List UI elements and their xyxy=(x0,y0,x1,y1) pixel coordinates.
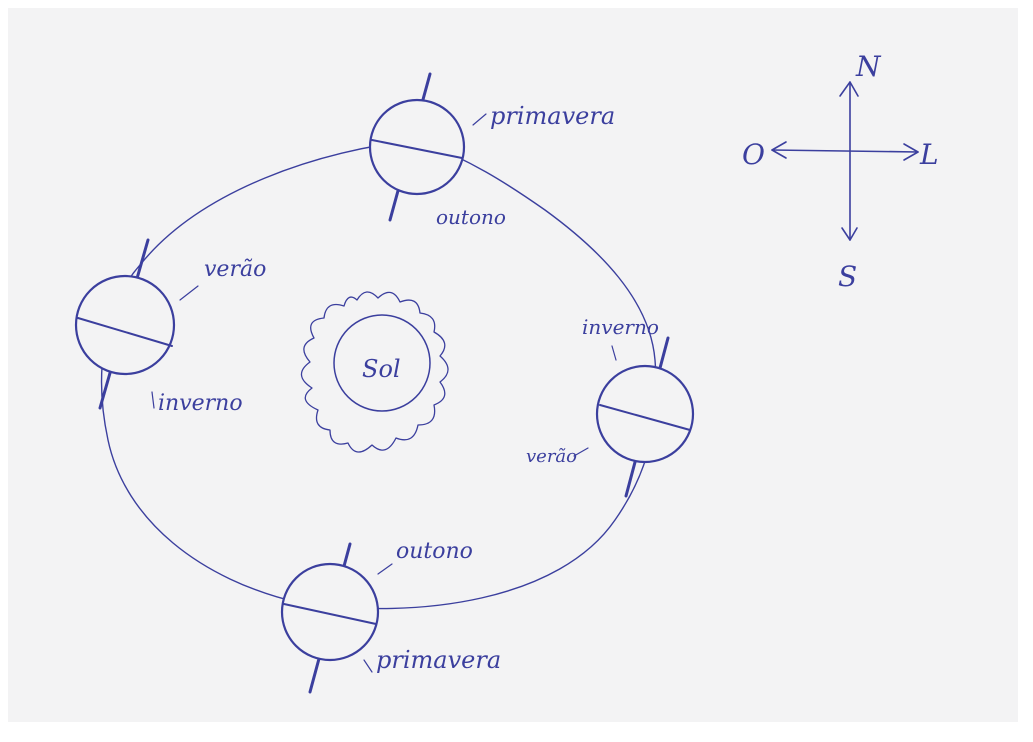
earth-globe xyxy=(282,564,378,660)
compass-east-label: L xyxy=(919,138,939,171)
season-label: outono xyxy=(436,205,506,229)
season-label: inverno xyxy=(582,315,659,339)
season-label: primavera xyxy=(376,646,501,674)
compass-west-label: O xyxy=(742,138,765,171)
earth-globe xyxy=(370,100,464,194)
earth-globe xyxy=(76,276,174,374)
compass-north-label: N xyxy=(855,50,882,83)
season-label: inverno xyxy=(158,391,243,416)
season-label: primavera xyxy=(490,102,615,130)
compass-south-label: S xyxy=(838,260,857,293)
season-label: verão xyxy=(526,446,577,467)
season-label: verão xyxy=(204,257,266,282)
season-label: outono xyxy=(396,539,473,564)
sun-label: Sol xyxy=(362,355,401,383)
earth-globe xyxy=(597,366,693,462)
